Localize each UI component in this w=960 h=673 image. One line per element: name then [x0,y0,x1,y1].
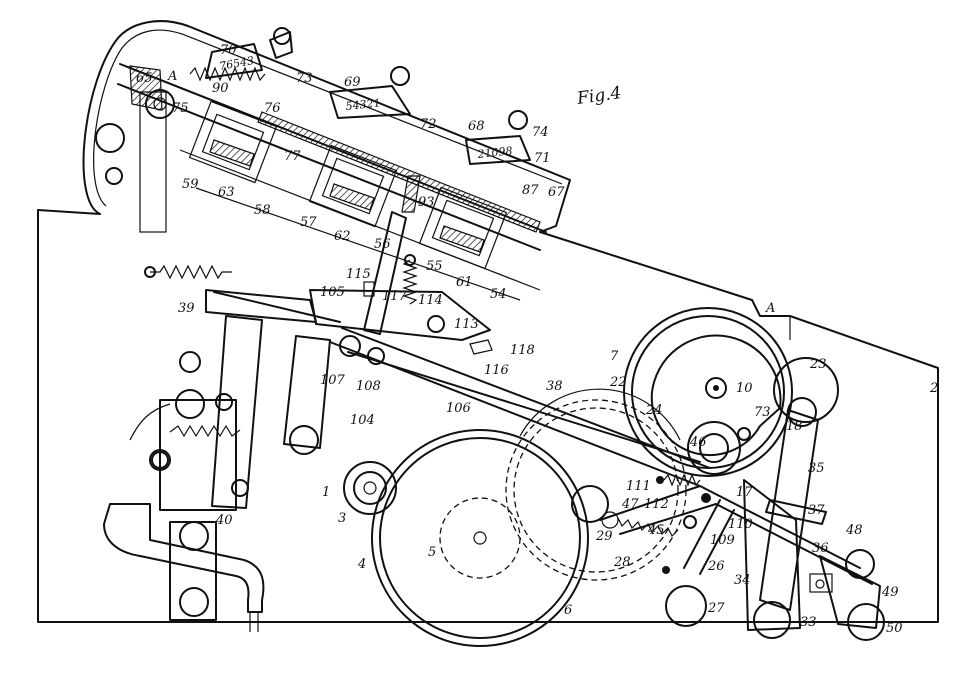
label-112: 112 [644,497,669,512]
label-93: 93 [418,195,435,210]
lower-left-assembly [103,399,265,632]
label-45: 45 [647,523,665,538]
label-74: 74 [532,125,549,140]
label-58: 58 [254,203,271,218]
label-7: 7 [610,349,619,364]
label-113: 113 [454,317,479,332]
label-63: 63 [218,185,235,200]
dial-number-69: 54321 [345,96,381,113]
dial-68 [465,110,531,165]
label-23: 23 [809,357,827,372]
label-37: 37 [808,503,825,518]
label-26: 26 [707,559,725,574]
label-105: 105 [320,285,345,300]
label-54: 54 [490,287,507,302]
label-18: 18 [786,419,803,434]
label-108: 108 [356,379,381,394]
label-10: 10 [736,381,753,396]
label-73-lower: 73 [754,405,771,420]
label-48: 48 [845,523,863,538]
label-69: 69 [344,75,361,90]
label-29: 29 [595,529,613,544]
label-38: 38 [546,379,563,394]
label-65: 65 [136,71,153,86]
label-70: 70 [220,43,237,58]
label-114: 114 [418,293,443,308]
label-76: 76 [264,101,281,116]
label-111: 111 [626,479,651,494]
label-117: 117 [382,289,408,304]
label-59: 59 [182,177,199,192]
label-55: 55 [426,259,443,274]
label-33: 33 [800,615,817,630]
label-1: 1 [322,485,330,500]
gear-train [343,388,687,647]
label-104: 104 [350,413,375,428]
label-116: 116 [484,363,509,378]
figure-title: Fig.4 [575,83,623,109]
label-47: 47 [621,497,639,512]
label-61: 61 [456,275,473,290]
label-35: 35 [808,461,825,476]
dial-number-70: 76543 [218,54,255,73]
label-4: 4 [357,557,366,572]
label-90: 90 [212,81,229,96]
label-28: 28 [613,555,631,570]
label-87: 87 [522,183,539,198]
label-5: 5 [428,545,436,560]
label-39: 39 [178,301,195,316]
label-118: 118 [510,343,535,358]
label-73: 73 [296,71,313,86]
label-34: 34 [734,573,751,588]
housing-outline [37,20,939,623]
label-22: 22 [609,375,627,390]
label-110: 110 [728,517,753,532]
label-106: 106 [446,401,471,416]
label-a-right: A [765,301,775,316]
label-62: 62 [334,229,351,244]
label-46: 46 [689,435,707,450]
label-17: 17 [736,485,753,500]
dial-70 [205,27,293,79]
label-109: 109 [710,533,735,548]
dial-69 [329,66,411,119]
label-107: 107 [320,373,346,388]
label-57: 57 [300,215,317,230]
drum-assembly [623,307,839,477]
label-71: 71 [534,151,551,166]
label-67: 67 [548,185,565,200]
label-6: 6 [564,603,572,618]
label-49: 49 [881,585,899,600]
label-2: 2 [929,381,938,396]
label-56: 56 [374,237,391,252]
label-36: 36 [812,541,829,556]
label-77: 77 [284,149,301,164]
label-115: 115 [346,267,371,282]
label-27: 27 [707,601,725,616]
label-24: 24 [645,403,663,418]
label-40: 40 [215,513,233,528]
linkage [144,175,885,641]
label-72: 72 [420,117,437,132]
counter-mechanism [95,27,547,301]
dial-number-68: 21098 [476,144,513,161]
reference-labels: 65 70 73 69 72 74 68 71 67 90 75 76 77 5… [136,43,938,636]
label-68: 68 [468,119,485,134]
label-3: 3 [338,511,346,526]
label-75: 75 [172,101,189,116]
label-a-left: A [167,69,177,84]
label-50: 50 [886,621,903,636]
